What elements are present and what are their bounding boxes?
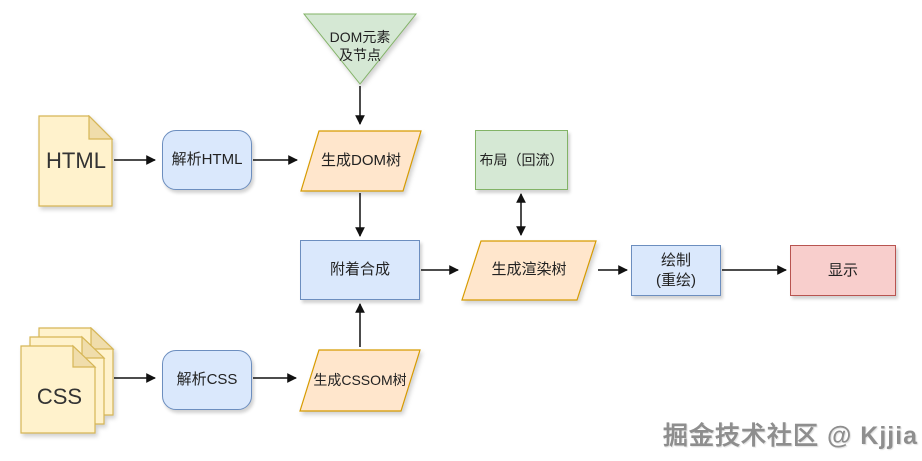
watermark-text: 掘金技术社区 @ Kjjia [663,422,919,450]
node-html-document: HTML [38,115,114,207]
node-parse-html: 解析HTML [162,130,252,190]
node-layout-reflow: 布局（回流） [475,130,568,190]
node-layout-reflow-label: 布局（回流） [479,151,564,168]
parallelogram-shape [461,240,597,301]
node-attach-compose-label: 附着合成 [329,261,390,279]
node-css-document-stack: CSS [20,327,115,435]
node-render-tree: 生成渲染树 [461,240,597,301]
node-parse-css: 解析CSS [162,350,252,410]
document-stack-shape [20,327,115,434]
node-dom-elements: DOM元素 及节点 [298,12,422,90]
node-cssom-tree: 生成CSSOM树 [299,349,421,412]
node-paint-repaint: 绘制 (重绘) [631,245,721,296]
node-parse-css-label: 解析CSS [176,371,238,389]
node-paint-label-line1: 绘制 [660,252,691,269]
parallelogram-shape [300,130,422,192]
document-shape [38,115,114,207]
node-dom-tree: 生成DOM树 [300,130,422,192]
node-attach-compose: 附着合成 [300,240,420,300]
node-display: 显示 [790,245,896,296]
node-parse-html-label: 解析HTML [171,151,243,169]
inverted-triangle-shape [302,13,418,85]
node-display-label: 显示 [827,261,858,279]
node-paint-label-line2: (重绘) [656,271,696,289]
parallelogram-shape [299,349,421,412]
